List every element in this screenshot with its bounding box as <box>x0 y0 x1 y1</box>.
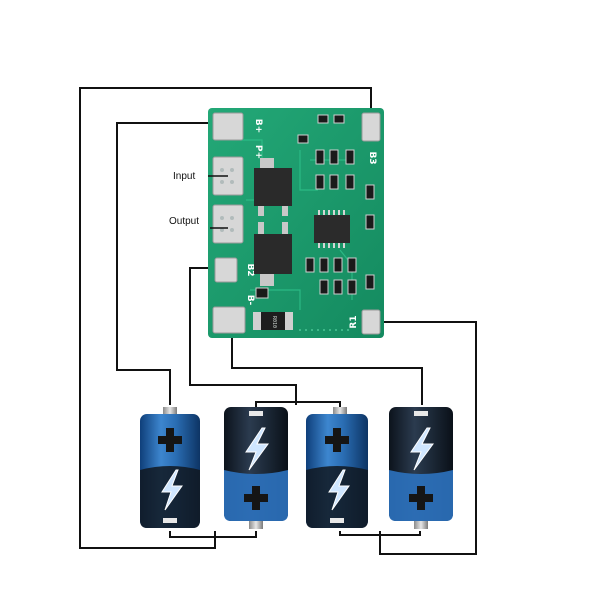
battery-1-bolt-icon <box>161 469 183 511</box>
mosfet-lower <box>254 222 292 286</box>
battery-2 <box>224 407 288 529</box>
mosfet-upper <box>254 158 292 216</box>
wire-bplus-to-battery1-positive <box>116 122 220 405</box>
pcb-dots <box>299 329 349 331</box>
battery-4-bolt-icon <box>410 427 434 471</box>
wire-r1-to-battery4-bottom <box>379 321 477 555</box>
wire-bminus-to-battery4 <box>231 330 423 405</box>
silk-b-minus: B- <box>245 295 255 306</box>
battery-1 <box>140 407 200 528</box>
wire-battery2-battery3-top <box>255 401 341 407</box>
bms-board: B+ P+ P- B2 B- B3 R1 <box>208 108 384 338</box>
output-label: Output <box>169 216 199 227</box>
wire-b2-to-battery2 <box>189 267 297 405</box>
battery-3-bolt-icon <box>328 469 350 511</box>
battery-3-terminal <box>333 407 347 415</box>
battery-4-minus-icon <box>414 411 428 416</box>
pad-b3 <box>361 112 381 142</box>
battery-2-terminal <box>249 521 263 529</box>
battery-1-plus-icon <box>158 428 182 452</box>
input-label: Input <box>173 171 195 182</box>
shunt-resistor: R010 <box>253 312 293 330</box>
battery-3-plus-icon <box>325 428 349 452</box>
silk-b3: B3 <box>367 151 377 164</box>
silk-b-plus: B+ <box>253 119 263 133</box>
pad-r1 <box>361 309 381 335</box>
silk-b2: B2 <box>245 263 255 276</box>
wire-b3-to-battery1-negative <box>79 87 372 549</box>
shunt-resistor-code: R010 <box>271 316 277 328</box>
battery-4-plus-icon <box>409 486 433 510</box>
annotations: Input Output <box>169 171 228 229</box>
wiring <box>79 87 477 555</box>
battery-3 <box>306 407 368 528</box>
wire-battery1-battery2-bottom <box>169 531 257 538</box>
battery-4 <box>389 407 453 529</box>
battery-2-minus-icon <box>249 411 263 416</box>
battery-4-terminal <box>414 521 428 529</box>
pad-b2 <box>214 257 238 283</box>
battery-3-minus-icon <box>330 518 344 523</box>
silk-p-plus: P+ <box>253 145 263 159</box>
battery-2-bolt-icon <box>245 427 269 471</box>
pad-b-minus <box>212 306 246 334</box>
wire-battery3-battery4-bottom <box>339 531 421 536</box>
battery-2-plus-icon <box>244 486 268 510</box>
pad-b-plus <box>212 112 244 141</box>
silk-r1: R1 <box>349 315 359 328</box>
battery-1-minus-icon <box>163 518 177 523</box>
smd-components <box>255 114 375 299</box>
battery-1-terminal <box>163 407 177 415</box>
pad-p-minus <box>212 204 244 244</box>
protection-ic <box>314 210 350 248</box>
